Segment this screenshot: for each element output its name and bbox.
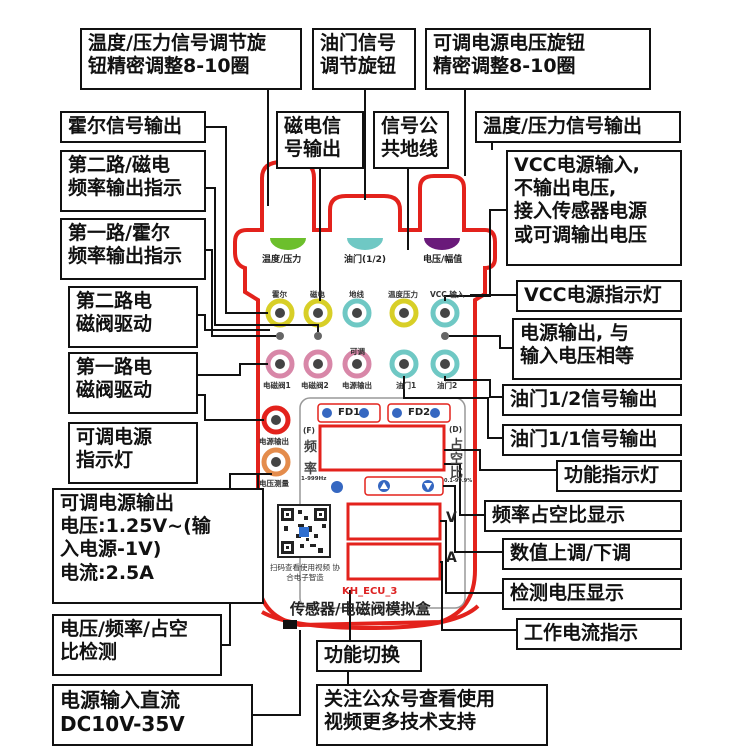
freq-display — [318, 424, 446, 472]
callout-ch2-valve: 第二路电 磁阀驱动 — [68, 286, 198, 348]
knob-throttle-icon — [347, 238, 383, 250]
callout-hall-out: 霍尔信号输出 — [60, 111, 206, 143]
row2-ports — [265, 349, 460, 379]
func-switch-button — [331, 481, 343, 493]
callout-adj-led: 可调电源 指示灯 — [68, 422, 198, 484]
callout-vcc-led: VCC电源指示灯 — [516, 280, 682, 312]
fd1-label: FD1 — [338, 407, 361, 418]
model-label: KH_ECU_3 — [342, 586, 398, 597]
callout-updown: 数值上调/下调 — [502, 538, 682, 570]
port-throttle1-label: 油门1 — [396, 381, 417, 390]
callout-pwr-out: 电源输出, 与 输入电压相等 — [512, 318, 682, 380]
duty-char-3: 比 — [450, 466, 464, 481]
led-vcc — [441, 332, 449, 340]
volt-display — [346, 502, 442, 541]
callout-wechat: 关注公众号查看使用 视频更多技术支持 — [316, 684, 548, 746]
port-throttle2-label: 油门2 — [437, 381, 458, 390]
callout-mag-out: 磁电信 号输出 — [276, 111, 364, 169]
callout-power-knob: 可调电源电压旋钮 精密调整8-10圈 — [425, 28, 651, 90]
callout-dc-in: 电源输入直流 DC10V-35V — [52, 684, 253, 746]
qr-caption: 扫码查看使用视频 协合电子智造 — [270, 563, 340, 582]
duty-char-2: 空 — [450, 452, 464, 467]
callout-throttle12: 油门1/2信号输出 — [502, 384, 682, 416]
callout-ch1-freq: 第一路/霍尔 频率输出指示 — [60, 218, 206, 280]
callout-volt-disp: 检测电压显示 — [502, 578, 682, 610]
jack-adj-label: 电源输出 — [259, 437, 289, 446]
port-hall-label: 霍尔 — [272, 290, 287, 299]
unit-v: V — [446, 510, 457, 526]
callout-detect: 电压/频率/占空 比检测 — [52, 614, 222, 676]
callout-ch2-freq: 第二路/磁电 频率输出指示 — [60, 150, 206, 212]
freq-tag: (F) — [303, 426, 315, 435]
callout-throttle-knob: 油门信号 调节旋钮 — [312, 28, 416, 90]
callout-knob-precision: 温度/压力信号调节旋 钮精密调整8-10圈 — [80, 28, 302, 90]
qr-code — [277, 504, 331, 558]
device-title: 传感器/电磁阀模拟盒 — [290, 600, 431, 618]
unit-a: A — [446, 550, 457, 566]
knob-power-label: 电压/幅值 — [423, 255, 463, 265]
port-valve1-label: 电磁阀1 — [263, 381, 291, 390]
freq-range: 1-999Hz — [301, 476, 327, 482]
plug-label: 可调 — [350, 347, 365, 356]
led-ch2 — [314, 332, 322, 340]
jack-detect-label: 电压测量 — [259, 479, 289, 488]
callout-throttle11: 油门1/1信号输出 — [502, 424, 682, 456]
duty-tag: (D) — [449, 425, 463, 434]
connector-lines — [196, 90, 556, 716]
fd2-label: FD2 — [408, 407, 431, 418]
port-temp-label: 温度压力 — [388, 290, 418, 299]
callout-vcc-in: VCC电源输入, 不输出电压, 接入传感器电源 或可调输出电压 — [506, 150, 682, 266]
callout-ch1-valve: 第一路电 磁阀驱动 — [68, 352, 198, 414]
knob-throttle-label: 油门(1/2) — [344, 255, 387, 265]
callout-func-led: 功能指示灯 — [556, 460, 682, 492]
callout-signal-gnd: 信号公 共地线 — [373, 111, 449, 169]
port-vcc-label: VCC 输入 — [430, 290, 465, 299]
callout-current: 工作电流指示 — [516, 618, 682, 650]
port-pwr-out-label: 电源输出 — [342, 381, 372, 390]
knob-temp-label: 温度/压力 — [262, 255, 302, 265]
callout-freq-duty: 频率占空比显示 — [484, 500, 682, 532]
dc-jack — [283, 620, 297, 629]
freq-char-2: 率 — [304, 462, 318, 477]
port-valve2-label: 电磁阀2 — [301, 381, 329, 390]
port-gnd-label: 地线 — [349, 290, 364, 299]
led-ch1 — [276, 332, 284, 340]
knob-power-icon — [424, 238, 460, 250]
current-display — [346, 542, 442, 581]
duty-range: 0.1-99.9% — [444, 478, 473, 484]
callout-func-sw: 功能切换 — [316, 640, 422, 672]
knob-temp-icon — [270, 238, 306, 250]
callout-temp-out: 温度/压力信号输出 — [475, 111, 681, 143]
callout-adj-out: 可调电源输出 电压:1.25V~(输 入电源-1V) 电流:2.5A — [52, 488, 264, 604]
port-mag-label: 磁电 — [310, 290, 325, 299]
freq-char-1: 频 — [304, 440, 318, 455]
duty-char-1: 占 — [450, 438, 464, 453]
